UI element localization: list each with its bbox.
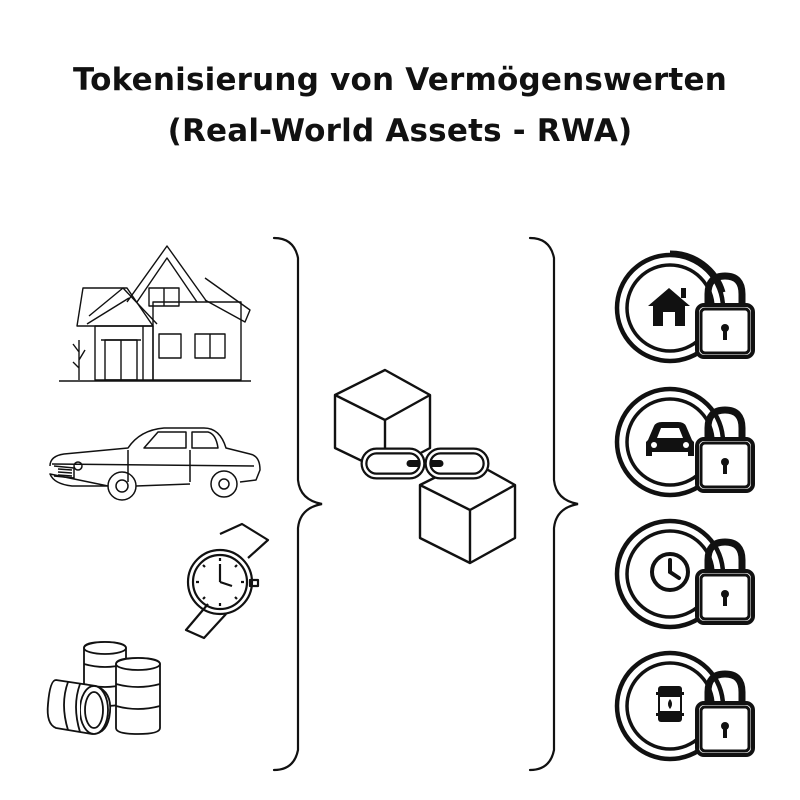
- clock-glyph: [652, 554, 688, 590]
- car-token-icon: [612, 384, 760, 502]
- watch-token-icon: [612, 516, 760, 634]
- house-icon: [55, 240, 255, 390]
- lock-icon: [697, 410, 753, 491]
- house-glyph: [648, 288, 690, 326]
- left-brace: [272, 234, 328, 774]
- lock-icon: [697, 674, 753, 755]
- title-line-2: (Real-World Assets - RWA): [167, 113, 633, 149]
- lock-icon: [697, 276, 753, 357]
- car-icon: [44, 422, 264, 504]
- house-token-icon: [612, 250, 760, 368]
- car-glyph: [646, 422, 694, 456]
- blockchain-icon: [330, 368, 520, 568]
- title-line-1: Tokenisierung von Vermögenswerten: [72, 62, 728, 98]
- watch-icon: [178, 522, 274, 640]
- oil-barrels-icon: [46, 640, 174, 740]
- right-brace: [528, 234, 584, 774]
- lock-icon: [697, 542, 753, 623]
- barrel-token-icon: [612, 648, 760, 766]
- barrel-glyph: [656, 686, 684, 722]
